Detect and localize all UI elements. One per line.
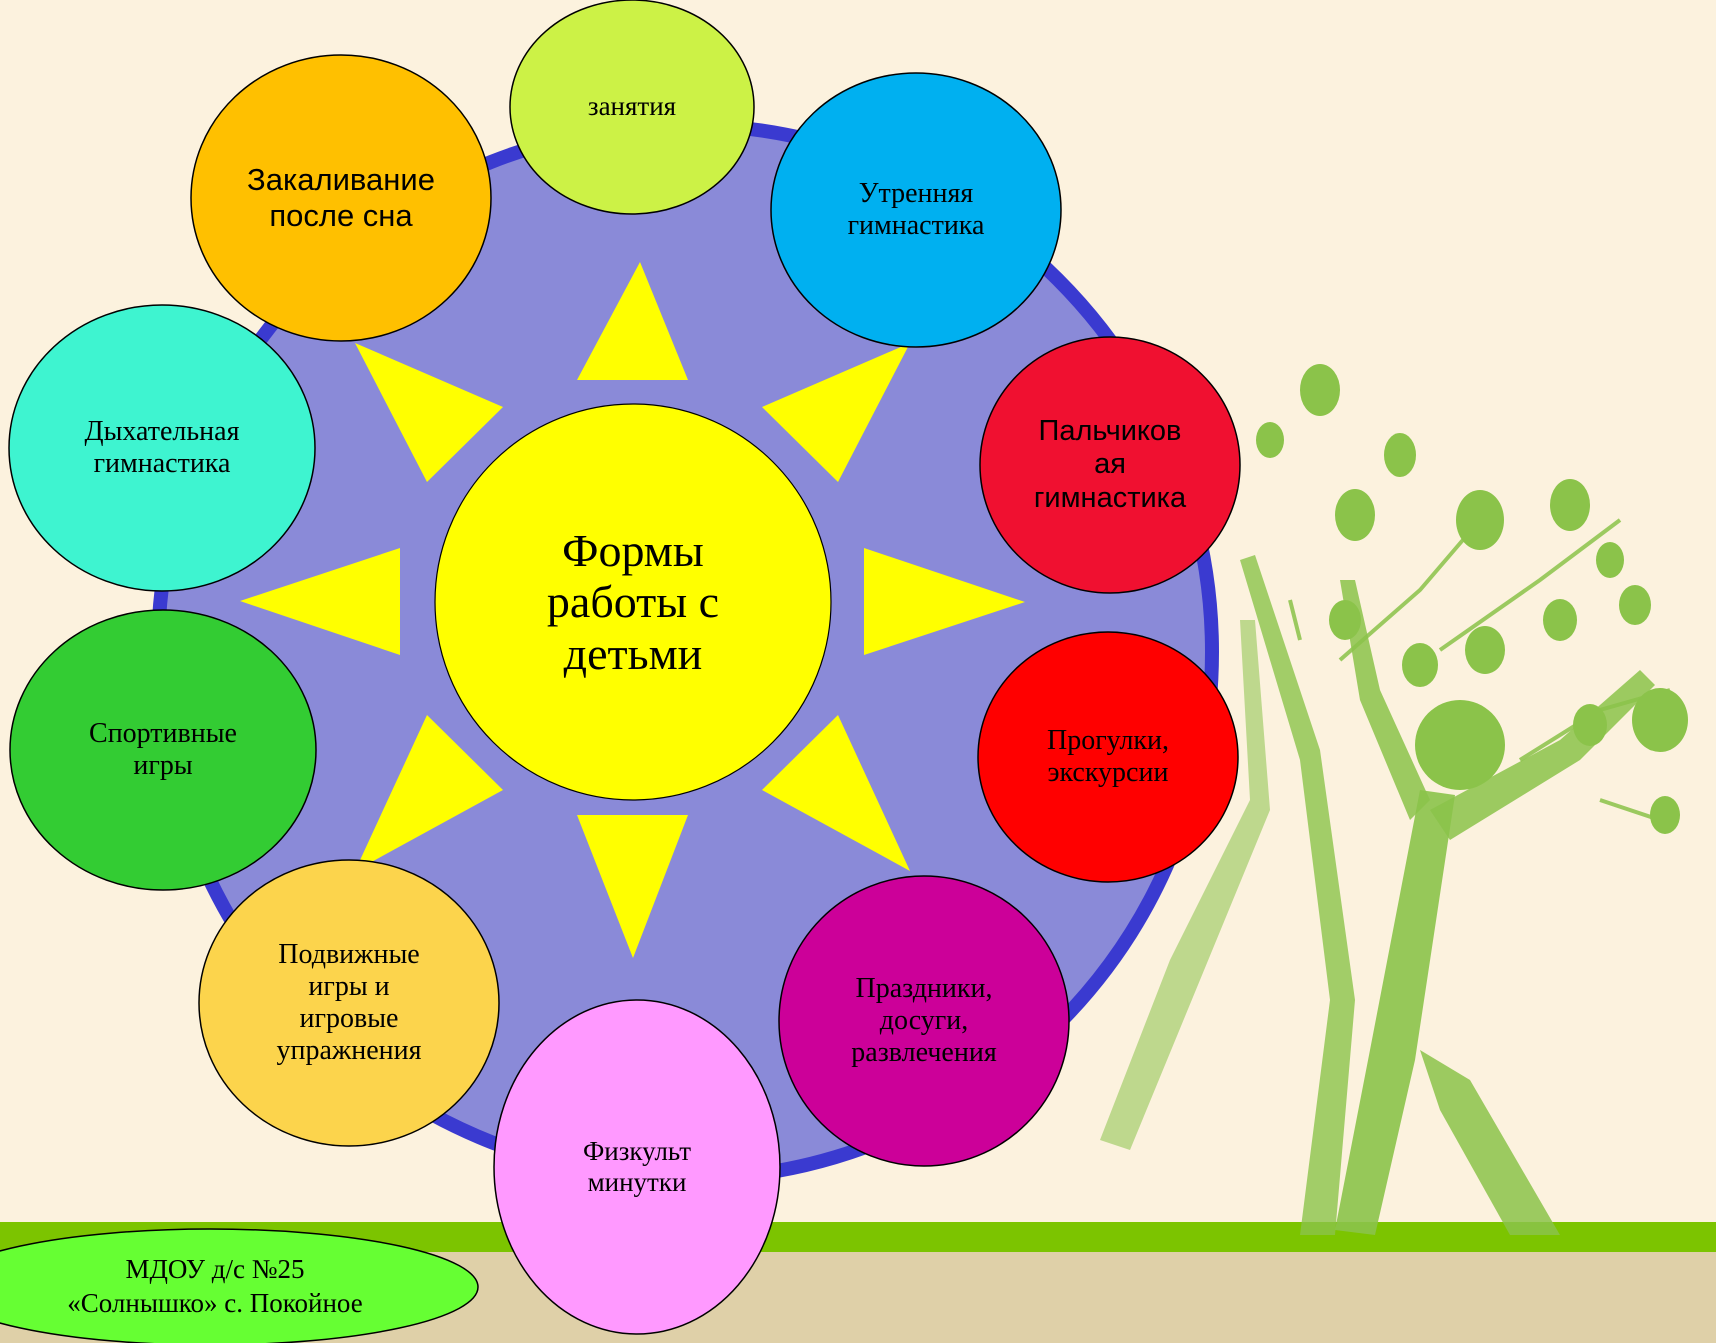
- node-label-palchikovaya: Пальчиков ая гимнастика: [1033, 414, 1187, 514]
- node-bubble-podvizhnye: [198, 859, 500, 1147]
- center-circle: [434, 403, 832, 801]
- node-label-utrennyaya: Утренняя гимнастика: [847, 177, 985, 241]
- tree-figure-decoration: [1100, 364, 1688, 1235]
- node-bubble-progulki: [977, 631, 1239, 883]
- center-label: Формы работы с детьми: [546, 524, 720, 679]
- node-bubble-zakalivanie: [190, 54, 492, 342]
- sun-ray-down: [577, 815, 688, 958]
- node-bubble-dyhatelnaya: [8, 304, 316, 592]
- node-label-zakalivanie: Закаливание после сна: [247, 162, 435, 233]
- sun-ray-down-right: [762, 715, 910, 871]
- node-bubble-sportivnye: [9, 609, 317, 891]
- footer-label: МДОУ д/с №25 «Солнышко» с. Покойное: [67, 1254, 363, 1318]
- node-label-prazdniki: Праздники, досуги, развлечения: [851, 972, 997, 1069]
- sun-ray-up: [577, 262, 688, 380]
- sun-ray-left: [240, 548, 400, 655]
- node-bubble-palchikovaya: [979, 336, 1241, 594]
- node-bubble-fizkult: [493, 999, 781, 1335]
- sun-rays: [240, 262, 1025, 958]
- footer-ellipse: [0, 1228, 479, 1343]
- node-label-podvizhnye: Подвижные игры и игровые упражнения: [276, 938, 422, 1067]
- node-label-fizkult: Физкульт минутки: [582, 1135, 692, 1197]
- node-label-zanyatiya: занятия: [587, 91, 677, 122]
- node-label-progulki: Прогулки, экскурсии: [1046, 724, 1170, 788]
- sun-ray-down-left: [355, 715, 503, 871]
- sun-ray-up-right: [762, 343, 910, 482]
- node-bubble-zanyatiya: [509, 0, 755, 215]
- sun-ray-up-left: [355, 343, 503, 482]
- node-bubble-utrennyaya: [770, 72, 1062, 348]
- node-label-sportivnye: Спортивные игры: [89, 717, 237, 781]
- sun-ray-right: [864, 548, 1025, 655]
- node-label-dyhatelnaya: Дыхательная гимнастика: [84, 415, 240, 479]
- node-bubble-prazdniki: [778, 875, 1070, 1167]
